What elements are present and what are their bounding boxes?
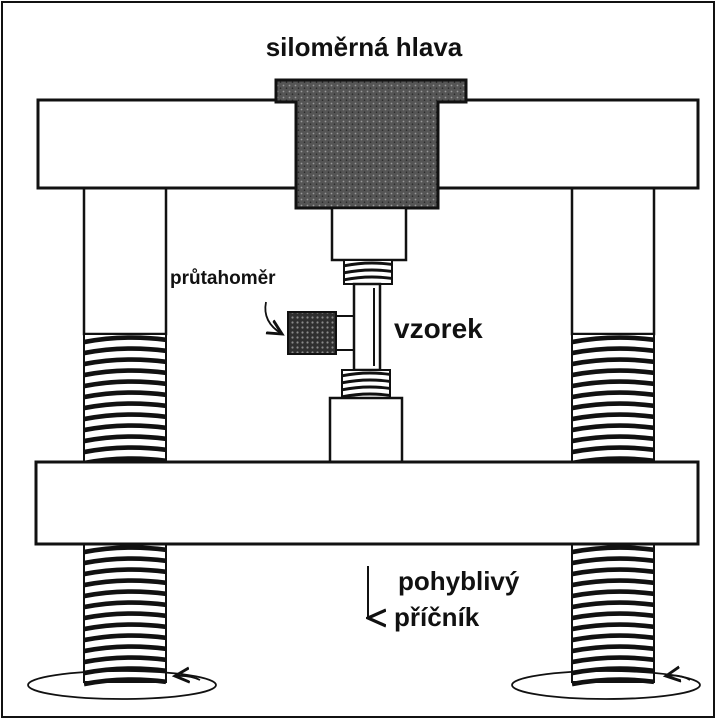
screw-thread xyxy=(571,600,655,610)
screw-thread xyxy=(341,378,391,385)
screw-thread xyxy=(571,423,655,433)
left-lead-screw-lower xyxy=(83,543,167,687)
extensometer-arms xyxy=(336,315,354,351)
screw-thread xyxy=(83,368,167,378)
screw-thread xyxy=(571,567,655,577)
screw-thread xyxy=(83,633,167,643)
screw-thread xyxy=(83,677,167,687)
extensometer-label: průtahoměr xyxy=(170,268,276,289)
screw-thread xyxy=(83,556,167,566)
screw-thread xyxy=(571,401,655,411)
screw-thread xyxy=(571,545,655,555)
screw-thread xyxy=(83,412,167,422)
screw-thread xyxy=(571,622,655,632)
screw-thread xyxy=(343,275,393,282)
screw-thread xyxy=(83,589,167,599)
load-cell-head xyxy=(274,78,468,210)
crosshead-label-line1: pohyblivý xyxy=(398,566,520,596)
screw-thread xyxy=(571,368,655,378)
lower-grip xyxy=(328,396,404,464)
extensometer-body xyxy=(287,311,337,355)
lower-specimen-thread xyxy=(341,369,391,399)
screw-thread xyxy=(83,445,167,455)
screw-thread xyxy=(341,371,391,378)
screw-thread xyxy=(571,357,655,367)
screw-thread xyxy=(83,655,167,665)
screw-thread xyxy=(83,611,167,621)
crosshead-label-line2: příčník xyxy=(394,602,480,632)
screw-thread xyxy=(83,423,167,433)
screw-thread xyxy=(571,390,655,400)
screw-thread xyxy=(83,390,167,400)
screw-thread xyxy=(83,600,167,610)
screw-thread xyxy=(341,385,391,392)
screw-thread xyxy=(83,379,167,389)
screw-thread xyxy=(571,655,655,665)
screw-thread xyxy=(571,379,655,389)
screw-thread xyxy=(571,611,655,621)
screw-thread xyxy=(83,622,167,632)
screw-thread xyxy=(571,412,655,422)
left-rotation-ellipse xyxy=(27,670,217,700)
screw-thread xyxy=(83,567,167,577)
specimen-bar xyxy=(352,282,382,372)
screw-thread xyxy=(571,677,655,687)
screw-thread xyxy=(341,392,391,399)
load-cell-label: siloměrná hlava xyxy=(266,32,463,62)
screw-thread xyxy=(83,401,167,411)
screw-thread xyxy=(571,445,655,455)
left-upper-pillar xyxy=(82,184,168,336)
screw-thread xyxy=(83,335,167,345)
upper-specimen-thread xyxy=(343,259,393,285)
right-lead-screw-upper xyxy=(571,333,655,466)
screw-thread xyxy=(343,261,393,268)
upper-grip xyxy=(330,206,408,262)
screw-thread xyxy=(571,589,655,599)
screw-thread xyxy=(571,578,655,588)
screw-thread xyxy=(83,346,167,356)
screw-thread xyxy=(83,545,167,555)
left-lead-screw-upper xyxy=(83,333,167,466)
screw-thread xyxy=(83,434,167,444)
left-column xyxy=(27,184,217,700)
screw-thread xyxy=(343,268,393,275)
extensometer xyxy=(287,311,354,355)
screw-thread xyxy=(571,644,655,654)
right-rotation-ellipse xyxy=(511,670,701,700)
right-upper-pillar xyxy=(570,184,656,336)
left-rotation-arrow xyxy=(175,676,201,680)
screw-thread xyxy=(83,578,167,588)
screw-thread xyxy=(571,556,655,566)
screw-thread xyxy=(571,633,655,643)
screw-thread xyxy=(571,335,655,345)
right-lead-screw-lower xyxy=(571,543,655,687)
screw-thread xyxy=(83,357,167,367)
extensometer-pointer-arrow xyxy=(264,301,282,334)
right-column xyxy=(511,184,701,700)
specimen-label: vzorek xyxy=(394,313,483,344)
screw-thread xyxy=(571,434,655,444)
moving-crosshead xyxy=(34,460,700,546)
right-rotation-arrow xyxy=(666,676,691,681)
screw-thread xyxy=(83,644,167,654)
screw-thread xyxy=(571,346,655,356)
